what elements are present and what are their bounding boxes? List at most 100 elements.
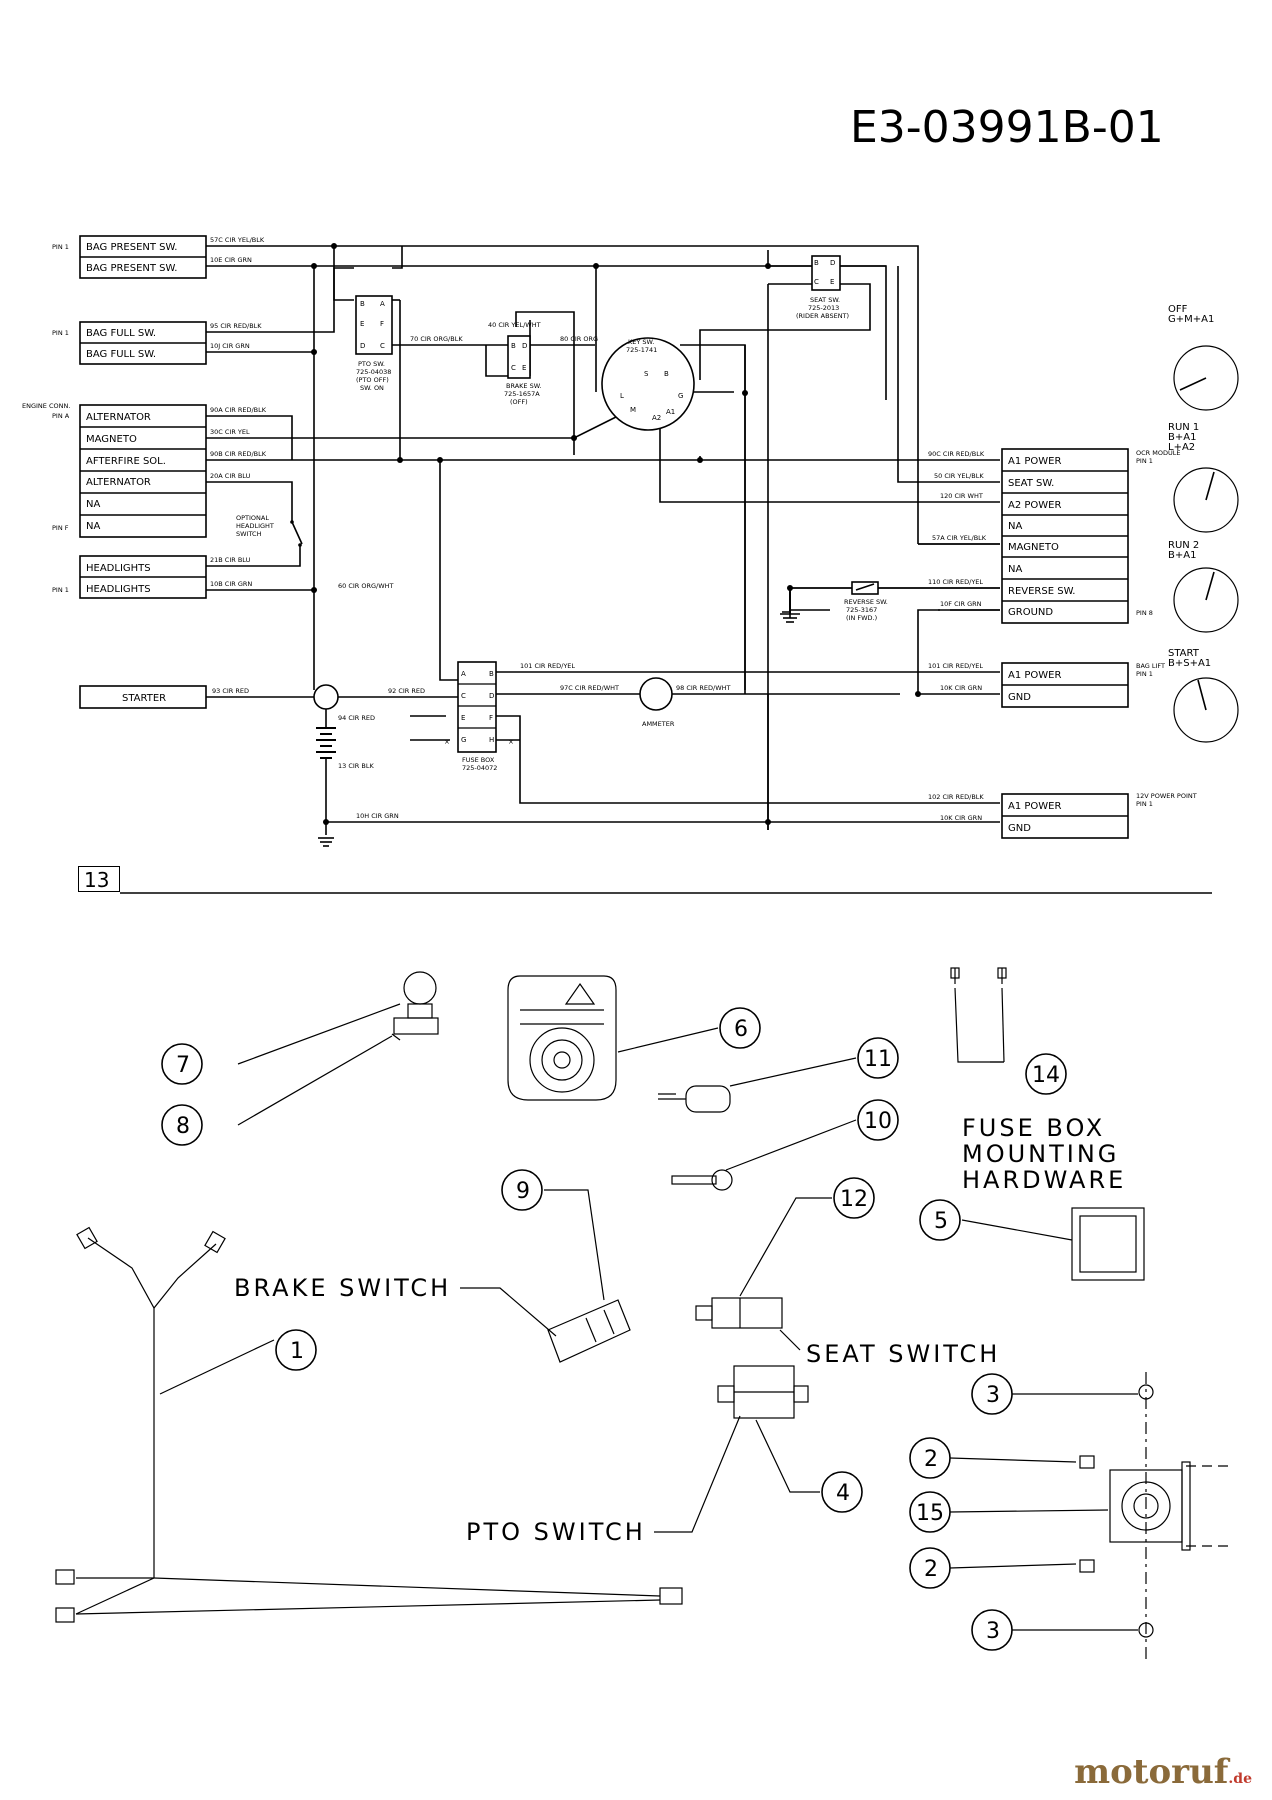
wire-57a: 57A CIR YEL/BLK [932,534,987,542]
fuse-box-part [507,975,617,1101]
optional-label-1: OPTIONAL [236,514,269,522]
wire-10j: 10J CIR GRN [210,342,250,350]
bag-lift-pin-2: GND [1008,692,1031,703]
wire-10h: 10H CIR GRN [356,812,399,820]
key-state-off-formula: G+M+A1 [1168,314,1214,325]
seat-sw-line2: 725-2013 [808,304,839,312]
callout-4: 4 [836,1481,850,1506]
brake-switch-part [547,1299,631,1363]
pin1-bag-present: PIN 1 [52,243,69,251]
reverse-sw-line2: 725-3167 [846,606,877,614]
wire-120: 120 CIR WHT [940,492,983,500]
screws-part-14 [950,967,1007,984]
pin1-headlights: PIN 1 [52,586,69,594]
key-state-run2: RUN 2 [1168,540,1199,551]
pto-sw-line4: SW. ON [360,384,384,392]
svg-text:B: B [511,342,516,350]
power-point-title-2: PIN 1 [1136,800,1153,808]
svg-text:B: B [814,259,819,267]
fuse-box-line1: FUSE BOX [462,756,495,764]
callout-9: 9 [516,1179,530,1204]
wire-101: 101 CIR RED/YEL [520,662,575,670]
label-magneto: MAGNETO [86,434,137,445]
pto-sw-line1: PTO SW. [358,360,385,368]
ammeter-label: AMMETER [642,720,675,728]
wiring-harness-part [55,1226,683,1623]
wire-40: 40 CIR YEL/WHT [488,321,541,329]
wire-10k2: 10K CIR GRN [940,814,982,822]
wire-102: 102 CIR RED/BLK [928,793,984,801]
wire-97c: 97C CIR RED/WHT [560,684,619,692]
label-na-1: NA [86,499,100,510]
ocr-module: A1 POWER SEAT SW. A2 POWER NA MAGNETO NA… [1001,448,1180,624]
parts-illustration: BRAKE SWITCH SEAT SWITCH PTO SWITCH FUSE… [55,967,1230,1660]
label-afterfire: AFTERFIRE SOL. [86,456,166,467]
label-bag-full-1: BAG FULL SW. [86,328,156,339]
wire-20a: 20A CIR BLU [210,472,251,480]
label-fuse-box-mount-1: FUSE BOX [962,1114,1105,1142]
key-dial-start [1173,677,1239,743]
svg-text:G: G [461,736,466,744]
svg-text:A: A [380,300,385,308]
svg-text:×: × [444,738,450,746]
document-id: E3-03991B-01 [850,102,1164,153]
fuse-mount-part-5 [1071,1207,1145,1281]
page-number: 13 [84,868,110,892]
key-state-legend: OFF G+M+A1 RUN 1 B+A1 L+A2 RUN 2 B+A1 ST… [1168,304,1239,743]
label-seat-switch: SEAT SWITCH [806,1340,1000,1368]
callout-2b: 2 [924,1557,938,1582]
wire-10k: 10K CIR GRN [940,684,982,692]
engine-conn-label: ENGINE CONN. [22,402,70,410]
wire-98: 98 CIR RED/WHT [676,684,731,692]
svg-text:×: × [508,738,514,746]
wire-90b: 90B CIR RED/BLK [210,450,267,458]
battery-symbol [316,727,336,759]
bag-lift-pin-1: A1 POWER [1008,670,1061,681]
key-state-start: START [1168,648,1200,659]
wire-13: 13 CIR BLK [338,762,374,770]
key-state-run1: RUN 1 [1168,422,1199,433]
label-alternator-2: ALTERNATOR [86,477,151,488]
wire-110: 110 CIR RED/YEL [928,578,983,586]
bag-lift-module: A1 POWER GND BAG LIFT PIN 1 [1001,662,1165,708]
svg-text:L: L [620,392,624,400]
label-headlights-2: HEADLIGHTS [86,584,151,595]
key-state-run2-formula: B+A1 [1168,550,1196,561]
svg-text:M: M [630,406,636,414]
callout-12: 12 [840,1187,868,1212]
callout-1: 1 [290,1339,304,1364]
callout-10: 10 [864,1109,892,1134]
key-state-run1-formula1: B+A1 [1168,432,1196,443]
optional-headlight-switch [290,520,303,547]
reverse-switch [780,581,1000,623]
junction-dots [311,243,921,825]
label-starter: STARTER [122,693,166,704]
ocr-pin-6: NA [1008,564,1022,575]
bag-lift-title-1: BAG LIFT [1136,662,1165,670]
ammeter [639,677,673,711]
wire-94: 94 CIR RED [338,714,375,722]
callout-11: 11 [864,1047,892,1072]
svg-text:B: B [664,370,669,378]
optional-label-2: HEADLIGHT [236,522,274,530]
pin-a-label: PIN A [52,412,70,420]
ocr-title-2: PIN 1 [1136,457,1153,465]
svg-text:C: C [461,692,466,700]
label-headlights-1: HEADLIGHTS [86,563,151,574]
power-point-pin-2: GND [1008,823,1031,834]
wire-network [206,245,1000,847]
svg-text:E: E [461,714,465,722]
label-bag-full-2: BAG FULL SW. [86,349,156,360]
svg-text:F: F [489,714,493,722]
ocr-pin-8: GROUND [1008,607,1053,618]
svg-text:F: F [380,320,384,328]
callout-8: 8 [176,1114,190,1139]
ocr-pin8-label: PIN 8 [1136,609,1153,617]
wire-60: 60 CIR ORG/WHT [338,582,394,590]
label-bag-present-1: BAG PRESENT SW. [86,242,177,253]
wire-70: 70 CIR ORG/BLK [410,335,463,343]
wire-10f: 10F CIR GRN [940,600,982,608]
fuse-box-line2: 725-04072 [462,764,497,772]
